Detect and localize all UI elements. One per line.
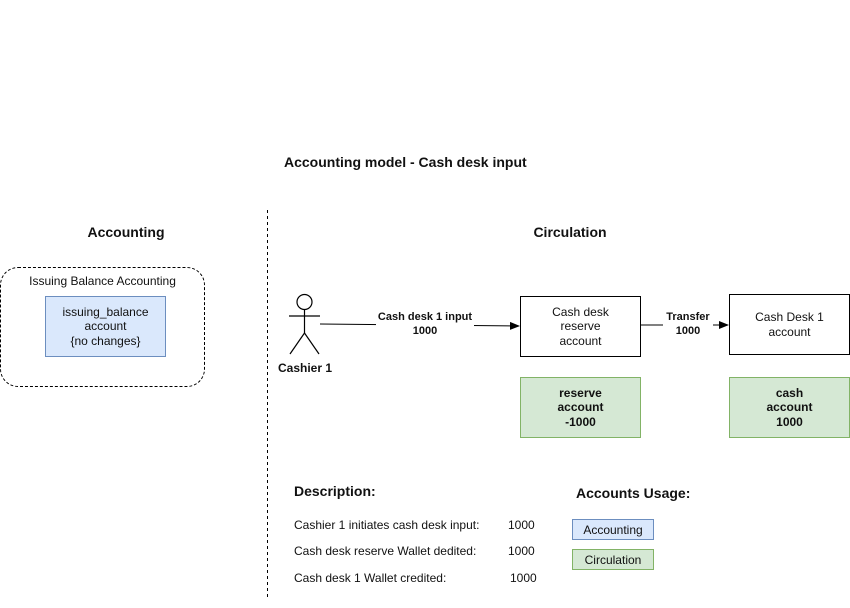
legend-circulation: Circulation: [572, 549, 654, 570]
cashier-actor-icon: [289, 293, 320, 355]
description-row: Cash desk 1 Wallet credited:: [294, 571, 447, 585]
accounting-section-heading: Accounting: [87, 224, 165, 240]
reserve-account-balance-node: reserve account -1000: [520, 377, 641, 438]
cashier-actor-label: Cashier 1: [277, 361, 333, 375]
circulation-section-heading: Circulation: [533, 224, 607, 240]
diagram-title: Accounting model - Cash desk input: [284, 154, 527, 170]
input-edge-label: Cash desk 1 input 1000: [376, 311, 474, 338]
cash-account-balance-node: cash account 1000: [729, 377, 850, 438]
description-row-value: 1000: [508, 518, 535, 532]
accounts-usage-heading: Accounts Usage:: [576, 485, 691, 501]
description-row: Cashier 1 initiates cash desk input:: [294, 518, 480, 532]
description-row-value: 1000: [510, 571, 537, 585]
cash-desk-reserve-account-node: Cash desk reserve account: [520, 296, 641, 357]
issuing-balance-group-label: Issuing Balance Accounting: [29, 274, 176, 288]
description-row-value: 1000: [508, 544, 535, 558]
legend-accounting: Accounting: [572, 519, 654, 540]
issuing-balance-group: [0, 267, 205, 387]
issuing-balance-account-box: issuing_balance account {no changes}: [45, 296, 166, 357]
transfer-edge-label: Transfer 1000: [663, 311, 713, 338]
cash-desk-1-account-node: Cash Desk 1 account: [729, 294, 850, 355]
description-heading: Description:: [294, 483, 376, 499]
description-row: Cash desk reserve Wallet dedited:: [294, 544, 477, 558]
